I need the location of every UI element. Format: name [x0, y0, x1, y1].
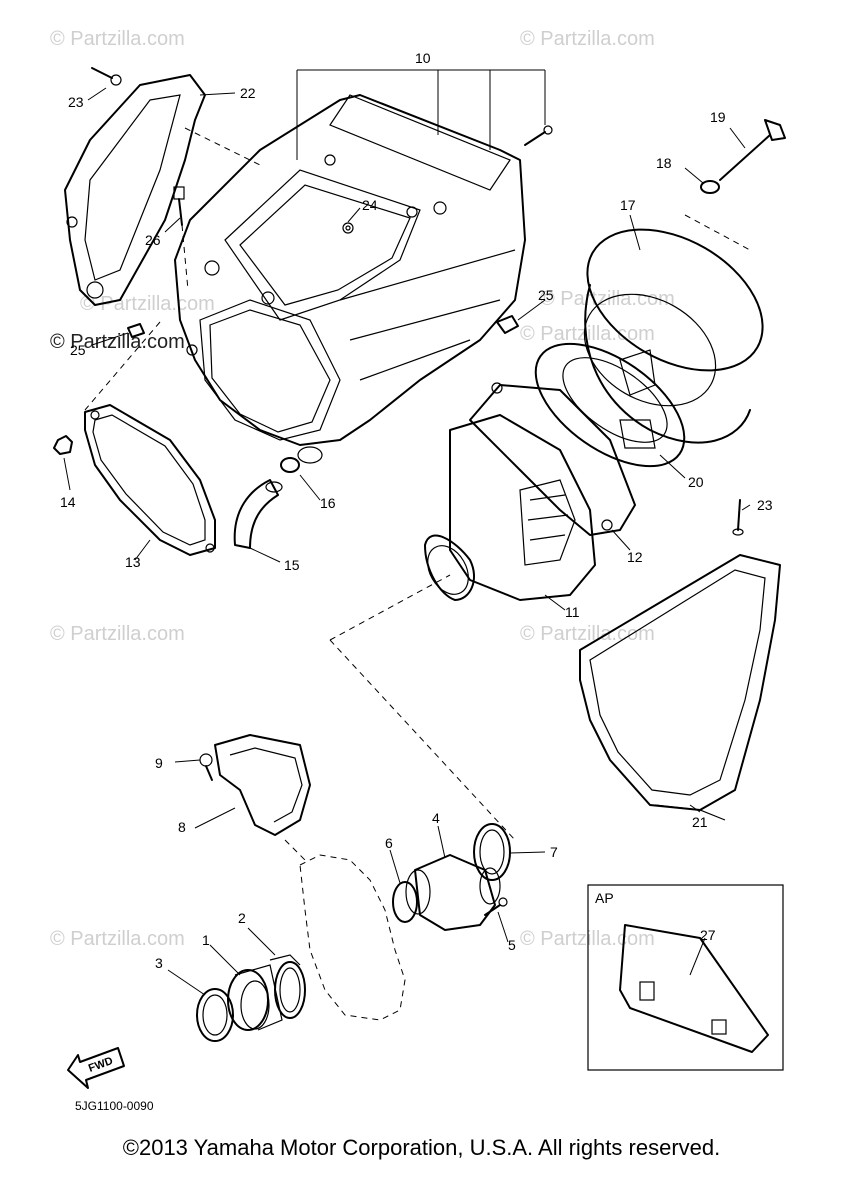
part-20-filter-cage	[534, 342, 686, 468]
part-6-ring	[392, 881, 418, 923]
callout-13: 13	[125, 554, 141, 570]
callout-25-left: 25	[70, 342, 86, 358]
part-17-filter-element	[583, 228, 764, 444]
fwd-arrow-icon: FWD	[67, 1047, 125, 1089]
callout-15: 15	[284, 557, 300, 573]
part-19-wing-bolt	[719, 119, 786, 181]
leader-lines	[63, 87, 751, 996]
callout-6: 6	[385, 835, 393, 851]
part-23-screw-right	[732, 499, 744, 536]
part-24-grommet	[342, 222, 354, 234]
callout-23: 23	[68, 94, 84, 110]
callout-17: 17	[620, 197, 636, 213]
part-7-clamp	[473, 823, 511, 881]
part-2-clamp	[269, 954, 306, 1019]
part-4-intake-joint	[405, 854, 501, 931]
callout-14: 14	[60, 494, 76, 510]
watermark: © Partzilla.com	[50, 928, 185, 950]
callout-5: 5	[508, 937, 516, 953]
callout-9: 9	[155, 755, 163, 771]
part-5-bolt	[484, 897, 508, 916]
watermark: © Partzilla.com	[50, 28, 185, 50]
part-3-clamp	[196, 988, 234, 1042]
part-8-bracket	[214, 734, 311, 836]
part-14-nut	[53, 435, 73, 455]
callout-26: 26	[145, 232, 161, 248]
copyright-footer: ©2013 Yamaha Motor Corporation, U.S.A. A…	[122, 1135, 721, 1160]
part-13-gasket	[84, 404, 216, 556]
part-12-joint-plate	[469, 382, 636, 536]
engine-outline	[299, 854, 406, 1021]
callout-18: 18	[656, 155, 672, 171]
callout-11: 11	[565, 604, 580, 620]
part-18-washer	[700, 180, 720, 194]
callout-27: 27	[700, 927, 716, 943]
part-1-intake-boot	[227, 964, 283, 1031]
part-15-hose	[233, 479, 283, 549]
callout-22: 22	[240, 85, 256, 101]
callout-labels: 10 23 22 26 24 25 25 14 13 15 16 17 18 1…	[60, 50, 773, 971]
part-21-side-cover	[579, 554, 781, 821]
watermark-group: © Partzilla.com © Partzilla.com © Partzi…	[50, 28, 675, 950]
callout-21: 21	[692, 814, 708, 830]
callout-4: 4	[432, 810, 440, 826]
watermark: © Partzilla.com	[520, 323, 655, 345]
part-26-bolt	[173, 186, 189, 291]
callout-1: 1	[202, 932, 210, 948]
callout-8: 8	[178, 819, 186, 835]
callout-3: 3	[155, 955, 163, 971]
assembly-lines	[84, 127, 751, 861]
callout-2: 2	[238, 910, 246, 926]
ap-inset: AP	[587, 884, 784, 1071]
diagram-code: 5JG1100-0090	[75, 1099, 154, 1113]
callout-23-right: 23	[757, 497, 773, 513]
callout-7: 7	[550, 844, 558, 860]
bolt-10	[524, 125, 553, 146]
part-16-clamp	[280, 446, 323, 473]
part-11-air-duct	[424, 414, 596, 601]
callout-10-bracket	[296, 69, 546, 160]
callout-25: 25	[538, 287, 554, 303]
part-10-air-box	[174, 94, 526, 446]
callout-24: 24	[362, 197, 378, 213]
watermark: © Partzilla.com	[520, 28, 655, 50]
part-9-bolt	[199, 753, 213, 781]
part-23-screw	[91, 67, 122, 86]
watermark: © Partzilla.com	[80, 293, 215, 315]
watermark: © Partzilla.com	[50, 623, 185, 645]
watermark: © Partzilla.com	[520, 623, 655, 645]
callout-20: 20	[688, 474, 704, 490]
callout-10: 10	[415, 50, 431, 66]
ap-label: AP	[595, 890, 614, 906]
watermark: © Partzilla.com	[520, 928, 655, 950]
part-25-clip-left	[127, 323, 145, 338]
callout-19: 19	[710, 109, 726, 125]
part-25-clip	[496, 315, 519, 334]
callout-12: 12	[627, 549, 643, 565]
watermark: © Partzilla.com	[50, 331, 185, 353]
callout-16: 16	[320, 495, 336, 511]
